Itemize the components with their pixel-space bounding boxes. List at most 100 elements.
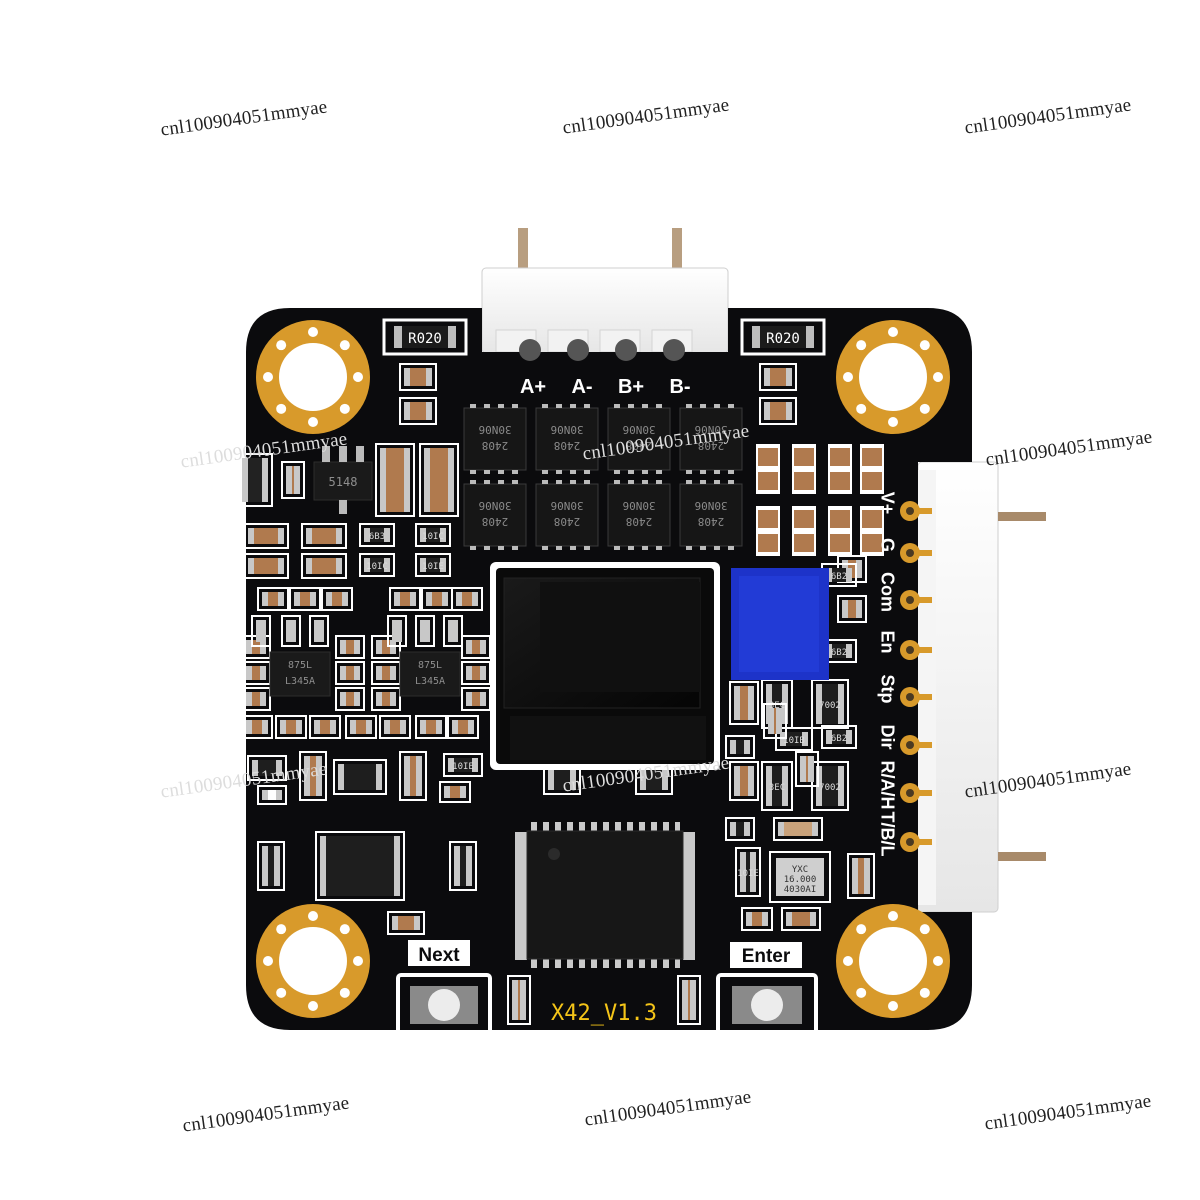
mounting-via bbox=[919, 403, 930, 414]
smd-component bbox=[729, 681, 759, 725]
smd-component bbox=[281, 615, 301, 647]
capacitor-array-cell bbox=[792, 444, 816, 494]
svg-text:Next: Next bbox=[418, 945, 460, 966]
svg-text:2408: 2408 bbox=[626, 515, 653, 528]
smd-component bbox=[257, 587, 289, 611]
enter-button[interactable]: Enter bbox=[716, 942, 818, 1035]
smd-component bbox=[847, 853, 875, 899]
mounting-via bbox=[308, 417, 318, 427]
side-pin-label: Com bbox=[877, 572, 897, 612]
board-version-label: X42_V1.3 bbox=[551, 1001, 657, 1026]
smd-component bbox=[379, 715, 411, 739]
side-pin: En bbox=[877, 630, 932, 660]
smd-component bbox=[781, 907, 821, 931]
smd-component bbox=[335, 635, 365, 659]
mosfet-chip: 2408 30N06 bbox=[679, 480, 743, 550]
smd-component: 10IC bbox=[415, 523, 451, 547]
mounting-via bbox=[843, 956, 853, 966]
side-connector bbox=[917, 461, 1046, 913]
smd-component: 6B2 bbox=[821, 725, 857, 749]
motor-pin-holes bbox=[519, 339, 685, 361]
capacitor-array-cell bbox=[792, 506, 816, 556]
smd-component bbox=[333, 759, 387, 795]
mounting-via bbox=[263, 372, 273, 382]
mounting-via bbox=[919, 924, 930, 935]
mosfet-grid: 240830N06240830N06240830N06240830N062408… bbox=[463, 404, 743, 550]
svg-text:7002: 7002 bbox=[819, 701, 841, 711]
smd-component bbox=[335, 661, 365, 685]
capacitor-array-cell bbox=[756, 444, 780, 494]
svg-text:10IC: 10IC bbox=[422, 532, 444, 542]
svg-text:2408: 2408 bbox=[482, 439, 509, 452]
side-pin-label: Stp bbox=[877, 675, 897, 704]
svg-text:2408: 2408 bbox=[554, 439, 581, 452]
driver-ic-right: 875L L345A bbox=[399, 651, 461, 697]
side-pin: Dir bbox=[877, 724, 932, 755]
mounting-via bbox=[339, 340, 350, 351]
smd-component bbox=[241, 715, 273, 739]
regulator-ic: 5148 bbox=[313, 446, 373, 514]
svg-text:R020: R020 bbox=[766, 331, 800, 347]
smd-component bbox=[251, 615, 271, 647]
svg-text:10IE: 10IE bbox=[422, 562, 444, 572]
svg-text:10IE: 10IE bbox=[737, 869, 759, 879]
mounting-hole-bottom-right bbox=[836, 904, 950, 1018]
smd-component bbox=[795, 751, 819, 787]
smd-component bbox=[247, 755, 287, 781]
capacitor-array-cell bbox=[860, 444, 884, 494]
mounting-via bbox=[276, 924, 287, 935]
svg-text:L345A: L345A bbox=[285, 676, 315, 687]
smd-component bbox=[729, 761, 759, 801]
mounting-via bbox=[933, 372, 943, 382]
mosfet-chip: 2408 30N06 bbox=[607, 480, 671, 550]
mounting-via bbox=[353, 372, 363, 382]
smd-component bbox=[315, 831, 405, 901]
capacitor-array-cell bbox=[756, 506, 780, 556]
mounting-via bbox=[888, 417, 898, 427]
mounting-via bbox=[856, 924, 867, 935]
motor-pin-label-b-plus: B+ bbox=[618, 376, 644, 398]
motor-connector bbox=[481, 228, 729, 354]
svg-text:3EC: 3EC bbox=[769, 783, 785, 793]
smd-component bbox=[241, 687, 271, 711]
smd-component bbox=[507, 975, 531, 1025]
smd-component bbox=[387, 615, 407, 647]
svg-text:30N06: 30N06 bbox=[478, 499, 511, 512]
svg-text:30N06: 30N06 bbox=[694, 499, 727, 512]
smd-component bbox=[443, 615, 463, 647]
smd-component bbox=[677, 975, 701, 1025]
side-pin-label: R/A/H bbox=[877, 761, 897, 810]
mounting-via bbox=[339, 924, 350, 935]
smd-component bbox=[725, 735, 755, 759]
svg-text:6B3: 6B3 bbox=[369, 532, 385, 542]
smd-component bbox=[309, 715, 341, 739]
capacitor-array-cell bbox=[828, 506, 852, 556]
side-pin: V+ bbox=[877, 492, 932, 521]
mounting-via bbox=[919, 987, 930, 998]
mounting-via bbox=[339, 987, 350, 998]
svg-text:YXC: YXC bbox=[792, 865, 808, 875]
smd-component bbox=[237, 453, 273, 507]
smd-component bbox=[449, 841, 477, 891]
smd-component bbox=[759, 397, 797, 425]
svg-text:6B2: 6B2 bbox=[831, 734, 847, 744]
smd-component bbox=[257, 785, 287, 805]
svg-text:30N06: 30N06 bbox=[622, 499, 655, 512]
motor-pin-label-a-plus: A+ bbox=[520, 376, 546, 398]
mounting-via bbox=[263, 956, 273, 966]
smd-component bbox=[299, 751, 327, 801]
mounting-via bbox=[856, 987, 867, 998]
svg-text:2408: 2408 bbox=[698, 515, 725, 528]
smd-component bbox=[451, 587, 483, 611]
next-button[interactable]: Next bbox=[396, 940, 492, 1035]
mounting-hole-top-right bbox=[836, 320, 950, 434]
mounting-hole-bottom-left bbox=[256, 904, 370, 1018]
side-pin: R/A/H bbox=[877, 761, 932, 810]
smd-component bbox=[419, 443, 459, 517]
smd-component bbox=[309, 615, 329, 647]
